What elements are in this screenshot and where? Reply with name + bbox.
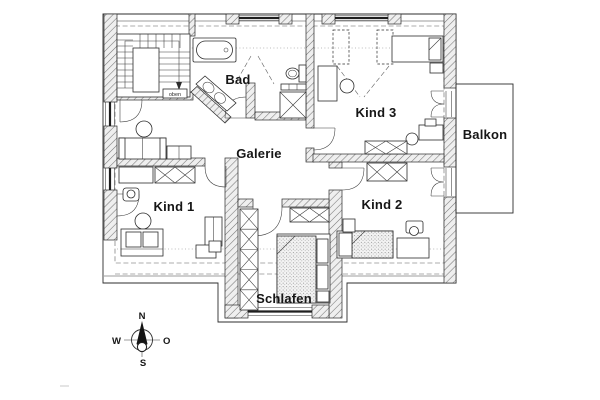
compass-label-south: S	[140, 358, 146, 369]
room-label-schlafen: Schlafen	[256, 291, 312, 306]
furniture-kind2	[336, 162, 430, 259]
compass-label-north: N	[139, 311, 146, 322]
wardrobe-column-schlafen	[239, 208, 259, 311]
furniture-kind3	[317, 29, 444, 155]
wardrobe-kind1	[154, 166, 196, 184]
desk-kind2	[396, 220, 430, 259]
furniture-schlafen	[239, 207, 331, 311]
room-label-kind2: Kind 2	[362, 197, 403, 212]
sofa-bed-kind1	[120, 212, 164, 257]
shelf-galerie	[166, 145, 192, 160]
room-labels: Bad Kind 3 Galerie Kind 1 Kind 2 Schlafe…	[154, 72, 403, 306]
stairs-oben-label: oben	[169, 92, 181, 98]
bathroom-fixtures	[192, 37, 307, 119]
wardrobe-kind2	[366, 162, 408, 182]
bed-kind2	[336, 218, 394, 259]
wardrobe-top-schlafen	[289, 207, 330, 223]
double-bed-schlafen	[276, 233, 331, 304]
toilet	[285, 64, 307, 83]
stair-direction-arrow	[176, 82, 182, 90]
bathtub	[192, 37, 237, 63]
wardrobe-kind3	[364, 140, 408, 155]
room-label-balkon: Balkon	[463, 127, 508, 142]
compass-needle	[136, 321, 148, 349]
scan-artifact	[60, 385, 69, 387]
balcony: Balkon	[455, 83, 514, 214]
sofa-galerie	[118, 137, 167, 160]
radiator	[280, 83, 307, 91]
compass-label-west: W	[112, 336, 121, 347]
compass-rose: N O S W	[112, 311, 170, 369]
vanity-double-sink	[195, 75, 237, 112]
room-label-kind1: Kind 1	[154, 199, 195, 214]
side-table-kind3	[405, 118, 444, 146]
shower	[279, 91, 307, 119]
desk-kind3	[317, 65, 355, 102]
room-label-bad: Bad	[225, 72, 250, 87]
staircase: oben	[116, 33, 191, 99]
windows	[105, 15, 388, 316]
furniture-galerie	[118, 120, 192, 160]
compass-hub	[136, 341, 148, 353]
room-label-galerie: Galerie	[236, 146, 282, 161]
furniture-kind1	[118, 166, 223, 259]
compass-label-east: O	[163, 336, 170, 347]
desk-chair-kind1	[122, 187, 140, 202]
bed-kind3	[391, 35, 444, 74]
room-label-kind3: Kind 3	[356, 105, 397, 120]
